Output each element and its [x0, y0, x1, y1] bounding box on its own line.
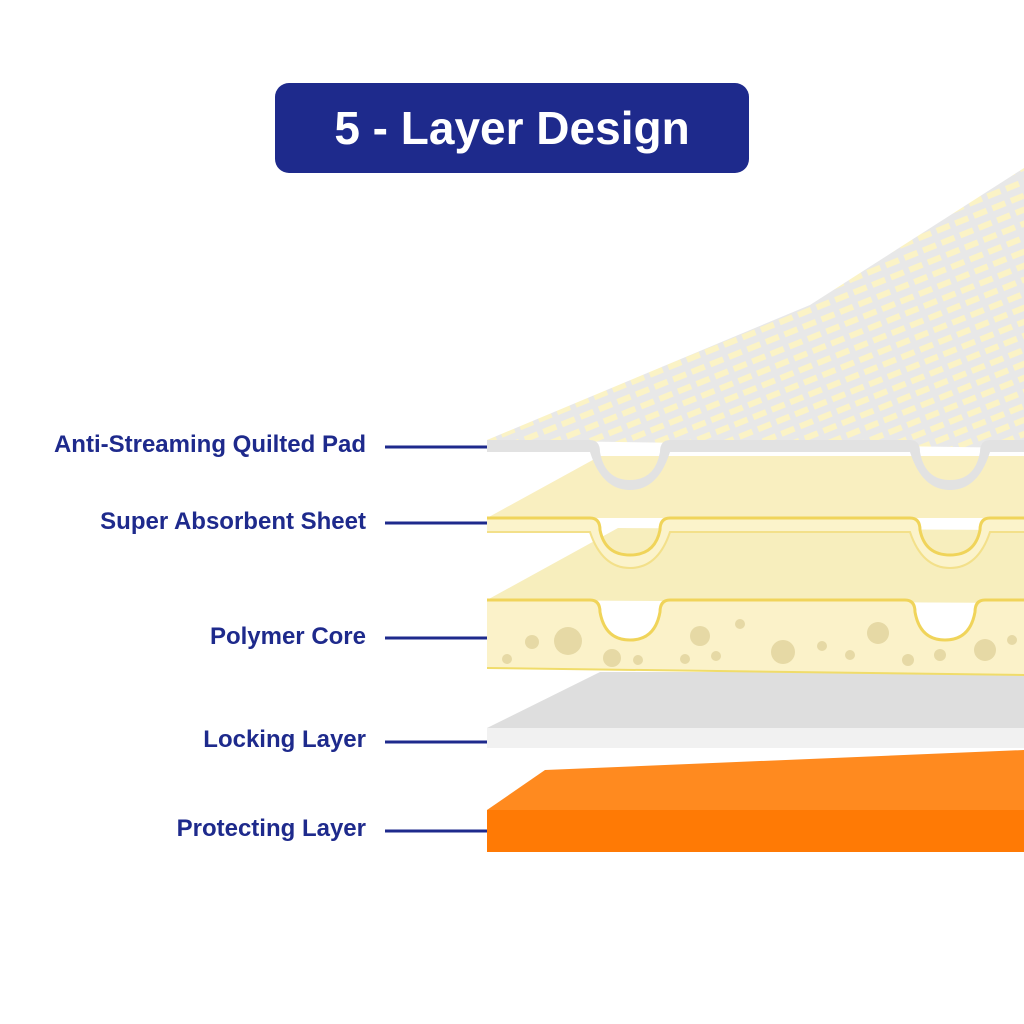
label-anti-streaming-quilted-pad: Anti-Streaming Quilted Pad: [53, 431, 366, 458]
title-badge: 5 - Layer Design: [275, 83, 749, 173]
super-absorbent-sheet-layer: [487, 456, 1024, 570]
label-locking-layer: Locking Layer: [203, 726, 366, 753]
protecting-layer: [487, 750, 1024, 852]
connector-lines: [385, 445, 487, 833]
diagram-title: 5 - Layer Design: [334, 102, 690, 154]
anti-streaming-quilted-pad-layer: [487, 168, 1024, 490]
polymer-core-layer: [486, 528, 1024, 676]
label-polymer-core: Polymer Core: [209, 623, 366, 650]
label-protecting-layer: Protecting Layer: [176, 815, 366, 842]
polymer-granules: [502, 619, 1017, 667]
label-super-absorbent-sheet: Super Absorbent Sheet: [100, 508, 366, 535]
locking-layer: [487, 672, 1024, 748]
